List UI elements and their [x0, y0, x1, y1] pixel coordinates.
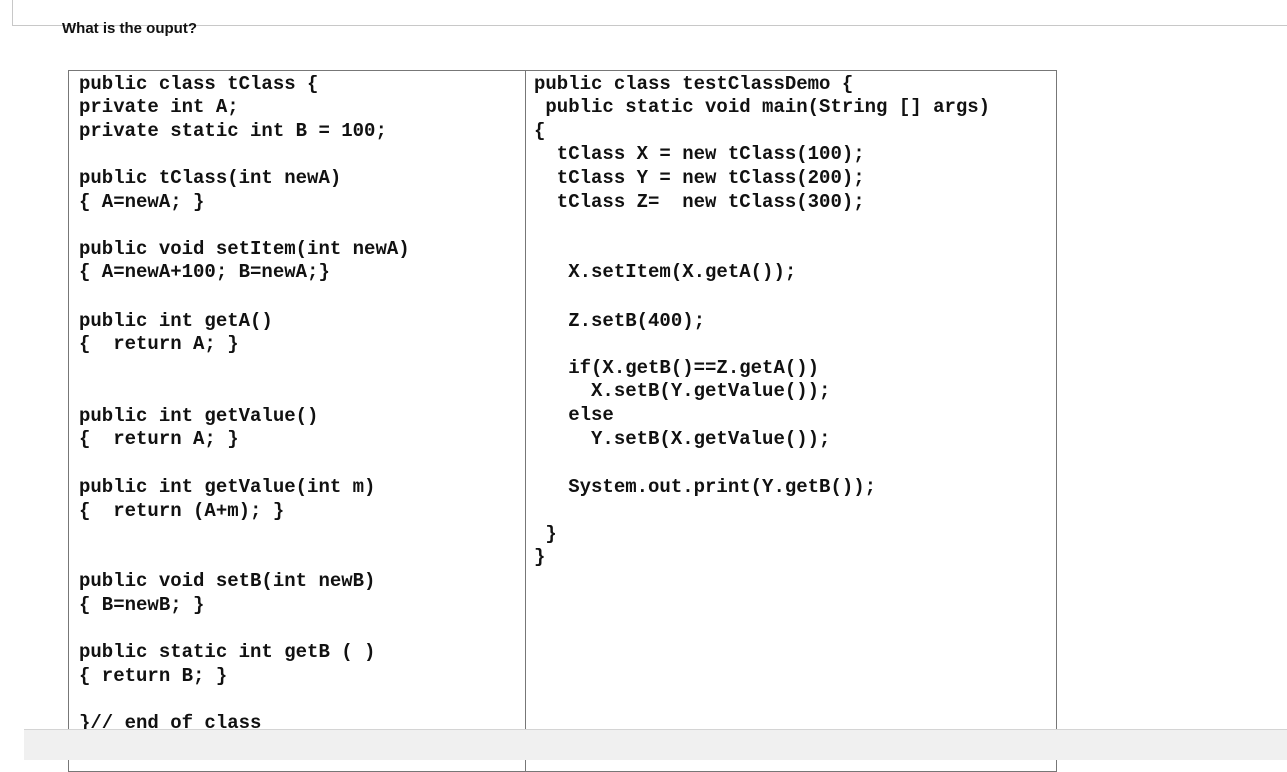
code-line: X.setB(Y.getValue()); — [534, 380, 831, 402]
code-line: public int getValue(int m) — [79, 476, 376, 498]
code-line: private static int B = 100; — [79, 120, 387, 142]
code-line: private int A; — [79, 96, 239, 118]
code-line: public class testClassDemo { — [534, 73, 854, 95]
code-line: { return B; } — [79, 665, 228, 687]
code-line: { A=newA; } — [79, 191, 205, 213]
code-line: tClass Z= new tClass(300); — [534, 191, 865, 213]
code-line: { B=newB; } — [79, 594, 205, 616]
code-line: public static int getB ( ) — [79, 641, 376, 663]
code-line: public int getA() — [79, 310, 273, 332]
code-line: { return (A+m); } — [79, 500, 285, 522]
code-line: System.out.print(Y.getB()); — [534, 476, 877, 498]
code-line: else — [534, 404, 614, 426]
code-line: tClass X = new tClass(100); — [534, 143, 865, 165]
tclass-code-column: public class tClass { private int A; pri… — [69, 71, 526, 771]
code-line: public int getValue() — [79, 405, 319, 427]
top-panel — [12, 0, 1287, 26]
code-line: X.setItem(X.getA()); — [534, 261, 797, 283]
code-line: if(X.getB()==Z.getA()) — [534, 357, 820, 379]
code-line: } — [534, 546, 546, 568]
code-line: public tClass(int newA) — [79, 167, 342, 189]
code-line: { — [534, 120, 546, 142]
code-line: public class tClass { — [79, 73, 319, 95]
code-line: { return A; } — [79, 333, 239, 355]
code-line: { A=newA+100; B=newA;} — [79, 261, 330, 283]
testclassdemo-code-column: public class testClassDemo { public stat… — [526, 71, 1056, 771]
code-line: public void setItem(int newA) — [79, 238, 410, 260]
code-line: Y.setB(X.getValue()); — [534, 428, 831, 450]
code-line: } — [534, 523, 557, 545]
code-line: Z.setB(400); — [534, 310, 706, 332]
code-table: public class tClass { private int A; pri… — [68, 70, 1057, 772]
code-line: public static void main(String [] args) — [534, 96, 991, 118]
code-line: { return A; } — [79, 428, 239, 450]
bottom-bar — [24, 729, 1287, 760]
code-line: public void setB(int newB) — [79, 570, 376, 592]
question-text: What is the ouput? — [62, 20, 197, 37]
code-line: tClass Y = new tClass(200); — [534, 167, 865, 189]
code-line: }// end of class — [79, 712, 262, 734]
